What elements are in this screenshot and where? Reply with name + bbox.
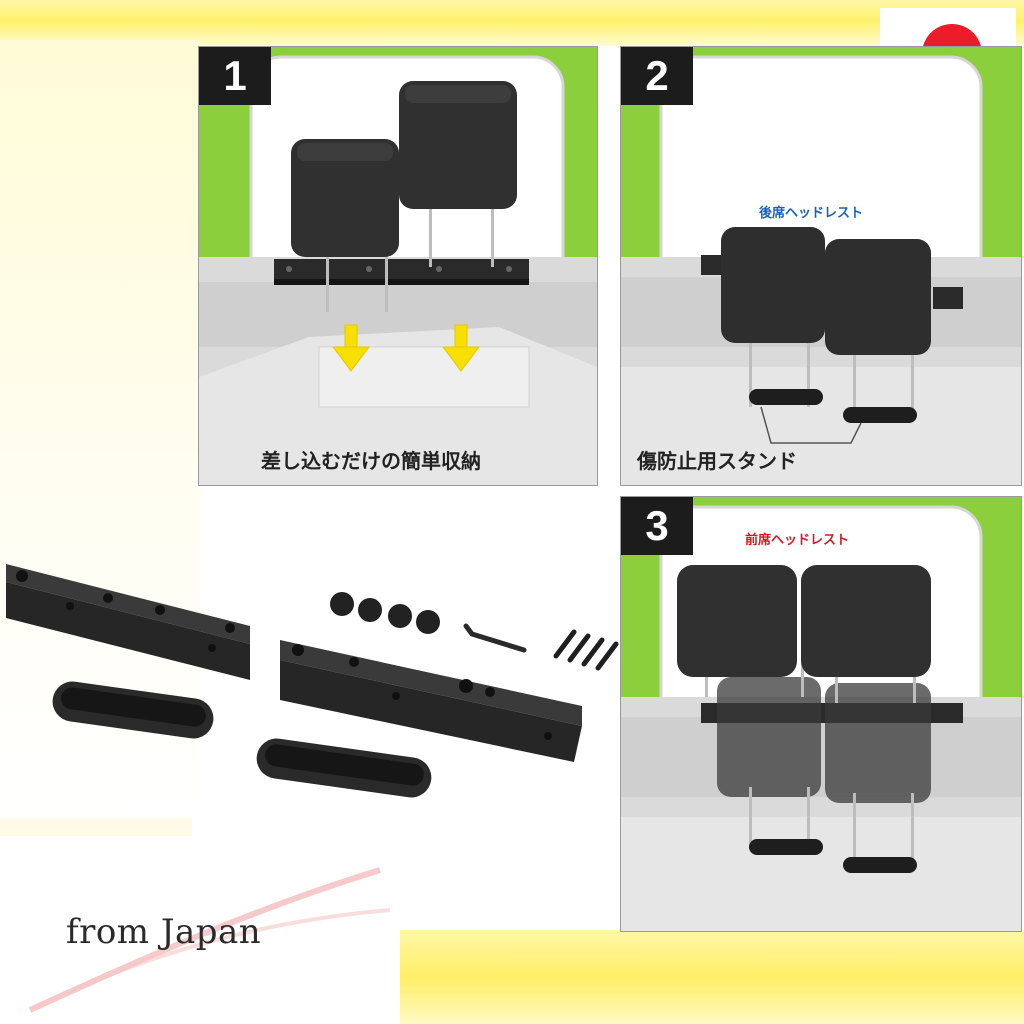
left-rail-part [6, 564, 250, 680]
swoosh-decoration [28, 867, 391, 1013]
panel-1-number: 1 [199, 47, 271, 105]
panel-2-illustration [621, 47, 1021, 485]
panel-3-callout: 前席ヘッドレスト [745, 533, 850, 548]
top-yellow-band [0, 0, 1024, 46]
cap-parts [330, 592, 440, 634]
panel-3-number: 3 [621, 497, 693, 555]
bottom-yellow-band [400, 930, 1024, 1024]
panel-2-number: 2 [621, 47, 693, 105]
product-parts-illustration [6, 564, 619, 798]
cream-strip [0, 818, 192, 836]
panel-3-illustration [621, 497, 1021, 931]
down-arrow-icon [332, 324, 480, 372]
from-japan-watermark: from Japan [66, 912, 262, 952]
panel-3: 3 前席ヘッドレスト [620, 496, 1022, 932]
panel-1-illustration [199, 47, 597, 485]
panel-1: 1 差し込むだけの簡単収納 [198, 46, 598, 486]
hex-wrench-icon [463, 623, 527, 653]
panel-2-callout: 後席ヘッドレスト [759, 206, 864, 221]
screw-parts [553, 629, 619, 671]
stand-part [52, 681, 432, 798]
panel-2: 2 後席ヘッドレスト 傷防止用スタンド [620, 46, 1022, 486]
panel-1-caption: 差し込むだけの簡単収納 [261, 449, 481, 473]
panel-2-caption: 傷防止用スタンド [637, 449, 797, 473]
right-rail-part [280, 640, 582, 762]
